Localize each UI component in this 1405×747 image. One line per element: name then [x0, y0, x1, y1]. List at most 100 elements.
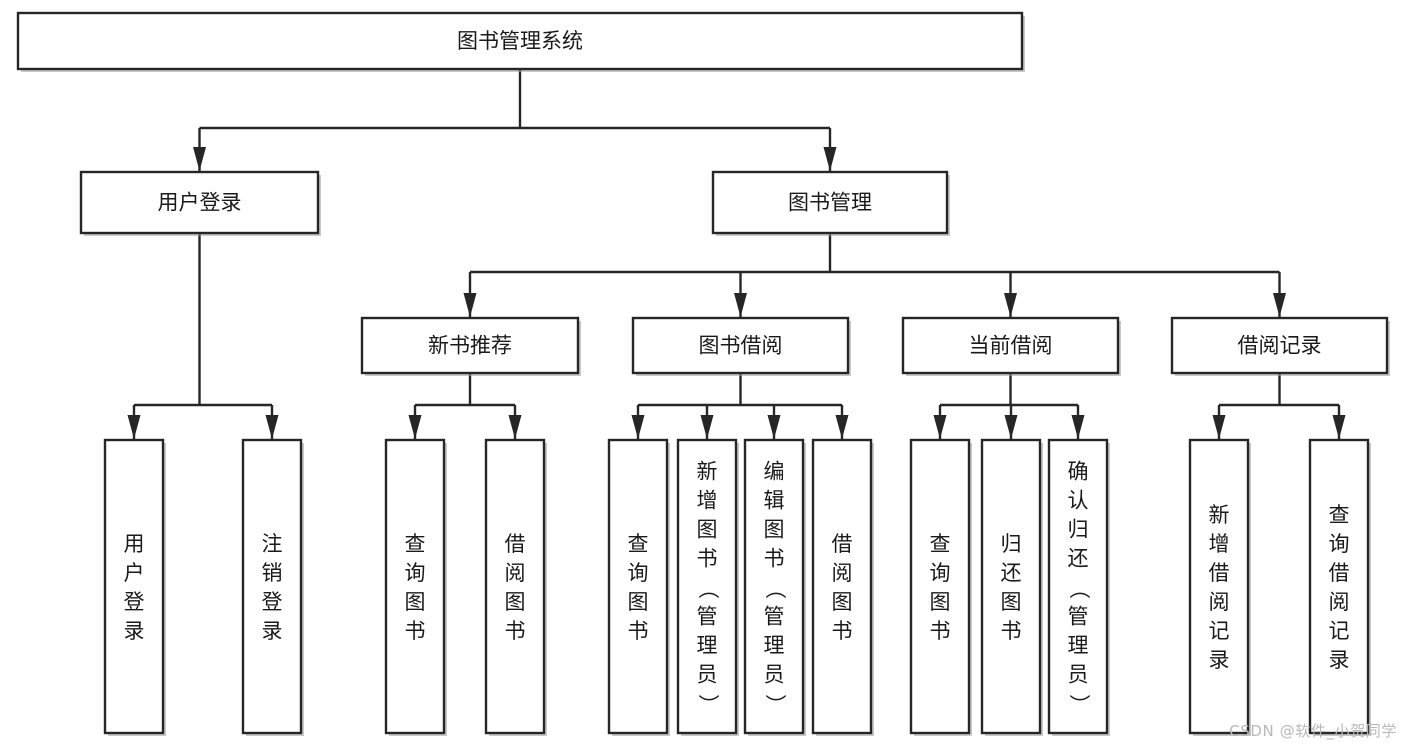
svg-text:查: 查: [930, 532, 951, 556]
node-box-layer: [16, 11, 1390, 736]
svg-text:阅: 阅: [1329, 590, 1350, 614]
csdn-watermark: CSDN @软件_小贺同学: [1229, 722, 1397, 740]
svg-text:增: 增: [697, 489, 718, 513]
svg-text:询: 询: [930, 561, 951, 585]
svg-text:询: 询: [405, 561, 426, 585]
leaf-leaf-query-book-2-box[interactable]: [607, 438, 669, 735]
svg-text:书: 书: [405, 619, 426, 643]
svg-text:辑: 辑: [764, 489, 785, 513]
svg-text:图: 图: [505, 590, 526, 614]
leaf-leaf-user-login-box[interactable]: [103, 438, 165, 735]
leaf-leaf-logout-login-box[interactable]: [241, 438, 303, 735]
svg-text:书: 书: [505, 619, 526, 643]
user-login-arrow-1: [265, 415, 279, 439]
svg-text:（: （: [1067, 578, 1091, 599]
svg-text:销: 销: [262, 561, 283, 585]
svg-text:理: 理: [1068, 634, 1089, 658]
borrow-record-arrow-0: [1212, 415, 1226, 439]
svg-text:）: ）: [696, 694, 720, 715]
book-borrow-arrow-1: [700, 415, 714, 439]
book-manage-arrow-1: [734, 293, 747, 317]
svg-text:阅: 阅: [1209, 590, 1230, 614]
svg-text:书: 书: [628, 619, 649, 643]
svg-text:借: 借: [1209, 561, 1230, 585]
svg-text:书: 书: [930, 619, 951, 643]
book-borrow-arrow-2: [767, 415, 781, 439]
leaf-leaf-return-book-box[interactable]: [980, 438, 1042, 735]
node-root-box[interactable]: [16, 11, 1024, 71]
svg-text:确: 确: [1068, 460, 1089, 484]
leaf-leaf-query-book-1-box[interactable]: [384, 438, 446, 735]
borrow-record-arrow-1: [1332, 415, 1346, 439]
leaf-leaf-query-book-3-box[interactable]: [909, 438, 971, 735]
svg-text:录: 录: [124, 619, 145, 643]
node-borrow-record-box[interactable]: [1170, 316, 1389, 375]
leaf-leaf-add-book-admin-box[interactable]: [676, 438, 738, 735]
node-label-layer: 图书管理系统用户登录图书管理新书推荐图书借阅当前借阅借阅记录用户登录注销登录查询…: [124, 29, 1350, 715]
svg-text:询: 询: [1329, 532, 1350, 556]
svg-text:员: 员: [764, 663, 785, 687]
leaf-leaf-borrow-book-1-box[interactable]: [484, 438, 546, 735]
svg-text:图: 图: [697, 518, 718, 542]
node-book-borrow-box[interactable]: [631, 316, 850, 375]
svg-text:增: 增: [1209, 532, 1230, 556]
svg-text:管: 管: [697, 605, 718, 629]
leaf-leaf-confirm-return-admin-box[interactable]: [1047, 438, 1109, 735]
svg-text:理: 理: [697, 634, 718, 658]
node-current-borrow-box[interactable]: [901, 316, 1120, 375]
svg-text:（: （: [763, 578, 787, 599]
svg-text:）: ）: [1067, 694, 1091, 715]
node-book-manage-box[interactable]: [711, 170, 949, 235]
svg-text:登: 登: [262, 590, 283, 614]
svg-text:图: 图: [930, 590, 951, 614]
leaf-leaf-edit-book-admin-box[interactable]: [743, 438, 805, 735]
svg-text:借: 借: [832, 532, 853, 556]
svg-text:管: 管: [1068, 605, 1089, 629]
svg-text:归: 归: [1068, 518, 1089, 542]
node-new-book-recommend-box[interactable]: [360, 316, 580, 375]
svg-text:借: 借: [505, 532, 526, 556]
svg-text:阅: 阅: [505, 561, 526, 585]
leaf-leaf-borrow-book-2-box[interactable]: [811, 438, 873, 735]
svg-text:查: 查: [405, 532, 426, 556]
svg-text:记: 记: [1329, 619, 1350, 643]
leaf-leaf-query-borrow-record-box[interactable]: [1308, 438, 1370, 735]
svg-text:用: 用: [124, 532, 145, 556]
user-login-arrow-0: [127, 415, 141, 439]
book-manage-arrow-0: [463, 293, 477, 317]
new-book-recommend-arrow-1: [508, 415, 522, 439]
node-user-login-box[interactable]: [79, 170, 320, 235]
svg-text:（: （: [696, 578, 720, 599]
svg-text:记: 记: [1209, 619, 1230, 643]
svg-text:借: 借: [1329, 561, 1350, 585]
book-borrow-arrow-3: [835, 415, 849, 439]
svg-text:新: 新: [697, 460, 718, 484]
node-book-borrow-label: 图书借阅: [699, 334, 783, 358]
connector-layer: [127, 69, 1346, 439]
svg-text:录: 录: [1329, 648, 1350, 672]
svg-text:书: 书: [697, 547, 718, 571]
svg-text:员: 员: [1068, 663, 1089, 687]
node-user-login-label: 用户登录: [158, 191, 242, 215]
svg-text:还: 还: [1001, 561, 1022, 585]
node-current-borrow-label: 当前借阅: [969, 334, 1053, 358]
root-arrow-1: [823, 147, 837, 171]
svg-text:归: 归: [1001, 532, 1022, 556]
svg-text:户: 户: [124, 561, 145, 585]
leaf-leaf-add-borrow-record-box[interactable]: [1188, 438, 1250, 735]
root-arrow-0: [193, 147, 206, 171]
svg-text:图: 图: [832, 590, 853, 614]
svg-text:理: 理: [764, 634, 785, 658]
book-borrow-arrow-0: [631, 415, 645, 439]
